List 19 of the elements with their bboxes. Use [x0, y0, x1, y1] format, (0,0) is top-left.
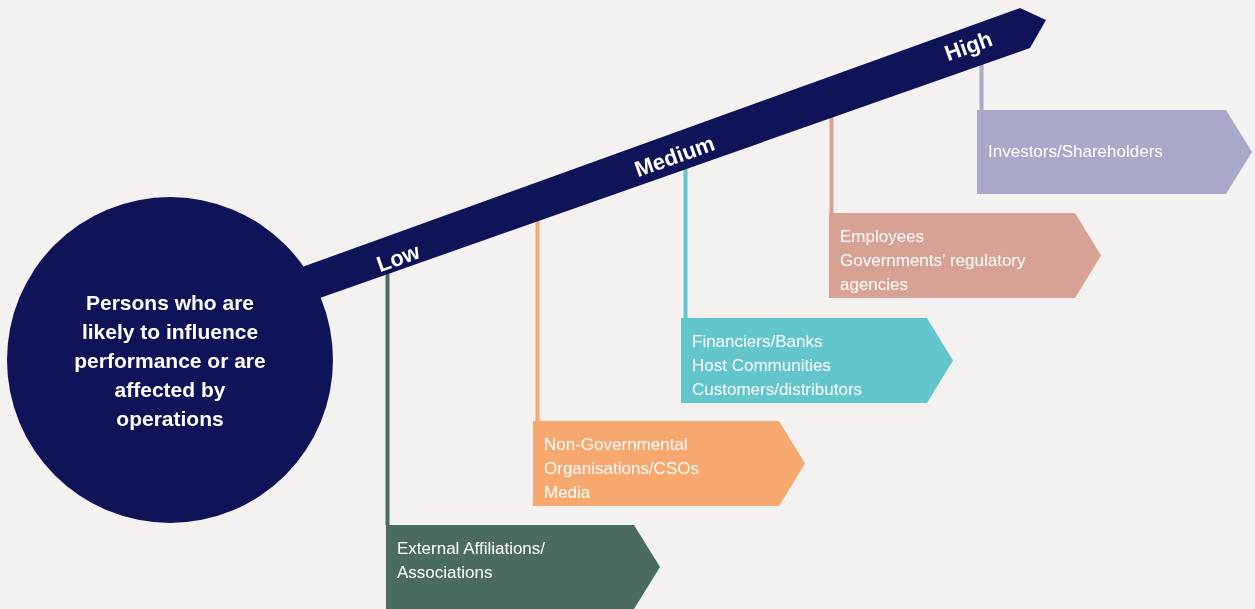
level-label: High — [941, 26, 997, 67]
level-label: Low — [373, 238, 424, 278]
stakeholder-text: External Affiliations/ Associations — [397, 538, 547, 584]
arrow-tag — [681, 318, 953, 403]
arrow-tag — [533, 421, 805, 506]
stakeholder-text: Employees — [840, 226, 926, 248]
arrow-tag — [829, 213, 1101, 298]
arrow-tag — [386, 525, 660, 609]
stakeholder-text: Media — [544, 482, 592, 504]
stakeholder-text: Investors/Shareholders — [988, 141, 1164, 163]
circle-text: Persons who are likely to influence performance or are affected by operations — [73, 289, 267, 432]
stakeholder-text: Host Communities — [692, 355, 832, 377]
stakeholder-text: Non-Governmental Organisations/CSOs — [544, 434, 700, 480]
connector-line — [979, 61, 984, 110]
connector-line — [829, 114, 834, 213]
arrow-tag — [977, 110, 1252, 194]
stakeholder-text: Financiers/Banks — [692, 331, 824, 353]
stakeholder-text: Customers/distributors — [692, 379, 864, 401]
stakeholder-text: Governments’ regulatory agencies — [840, 250, 1027, 296]
